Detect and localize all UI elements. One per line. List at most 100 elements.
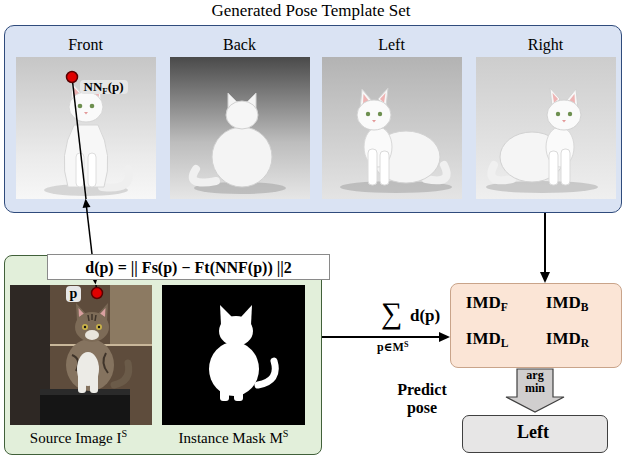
arrow-head (540, 272, 550, 283)
template-panel: Generated Pose Template Set FrontNNF(p) … (4, 25, 622, 213)
drawing-part (234, 375, 243, 401)
source-image: p (10, 285, 152, 425)
drawing-part (78, 371, 86, 393)
drawing-part (567, 111, 571, 115)
score-label: IMDF (466, 293, 536, 313)
arrow-head (83, 199, 91, 208)
score-label: IMDB (546, 293, 616, 313)
drawing-part (212, 127, 272, 187)
drawing-part (82, 324, 88, 330)
view-label: Front (16, 36, 156, 54)
drawing-part (83, 325, 85, 327)
drawing-part (377, 111, 381, 115)
drawing-part: L (501, 337, 509, 350)
drawing-part (91, 287, 102, 298)
drawing-part (220, 375, 229, 401)
imd-box: IMDF IMDB IMDL IMDR (450, 283, 622, 368)
drawing-part (88, 314, 96, 321)
pose-template: Left (322, 36, 462, 199)
view-label: Back (170, 36, 310, 54)
pose-template: Back (170, 36, 310, 199)
drawing-part (192, 169, 215, 183)
cat-template-image (322, 57, 462, 199)
drawing-part (555, 111, 559, 115)
drawing-part (97, 325, 99, 327)
drawing-part: F (102, 85, 107, 95)
drawing-part (75, 312, 109, 342)
source-panel: Source Image IS Instance Mask MS p (4, 255, 322, 455)
drawing-part (162, 285, 305, 425)
drawing-part (64, 125, 108, 187)
sum-index: p∈MS (377, 341, 408, 355)
connector-line (544, 213, 546, 274)
arrow-head (439, 332, 450, 342)
prediction-label: Left (462, 415, 605, 450)
drawing-part (380, 151, 389, 185)
drawing-part (258, 361, 275, 385)
drawing-part (506, 369, 564, 412)
drawing-part (89, 103, 94, 108)
drawing-part (561, 149, 570, 185)
drawing-part (357, 100, 391, 130)
step-label: Predict pose (384, 381, 460, 417)
drawing-part (209, 305, 275, 401)
connector (540, 213, 550, 283)
view-label: Right (476, 36, 616, 54)
point-tag: p (66, 286, 82, 302)
drawing-part (340, 88, 452, 193)
drawing-part (372, 120, 376, 123)
drawing-part (476, 57, 616, 199)
drawing-part (110, 285, 152, 345)
drawing-part (77, 103, 82, 108)
drawing-part (170, 57, 310, 199)
prediction-box: Left (462, 415, 608, 453)
drawing-part (90, 371, 98, 393)
drawing-part: R (581, 337, 589, 350)
drawing-part: B (581, 301, 589, 314)
cat-template-image (170, 57, 310, 199)
formula-label: d(p) = || Fs(p) − Ft(NNF(p)) ||2 (47, 254, 330, 280)
drawing-part (322, 57, 462, 199)
view-label: Left (322, 36, 462, 54)
cat-template-image (16, 57, 156, 199)
sum-symbol: ∑ (381, 296, 402, 330)
drawing-part (85, 330, 99, 340)
pose-template: FrontNNF(p) (16, 36, 156, 199)
drawing-part (368, 149, 377, 185)
drawing-part (549, 151, 558, 185)
score-label: IMDL (466, 329, 536, 349)
image-caption: Instance Mask MS (158, 430, 310, 447)
source-photo (10, 285, 152, 425)
drawing-part (88, 153, 96, 187)
pose-template: Right (476, 36, 616, 199)
drawing-part: S (404, 340, 409, 349)
drawing-part (40, 395, 130, 425)
point-tag: NNF(p) (80, 80, 128, 95)
drawing-part (66, 71, 77, 82)
connector-line (322, 336, 441, 338)
drawing-part (486, 88, 598, 193)
image-caption: Source Image IS (6, 430, 152, 447)
connector (322, 332, 450, 342)
drawing-part (219, 316, 253, 346)
drawing-part (103, 353, 108, 373)
drawing-part (10, 285, 152, 425)
drawing-part: F (501, 301, 508, 314)
score-label: IMDR (546, 329, 616, 349)
panel-title: Generated Pose Template Set (4, 1, 619, 21)
operator-label: arg min (517, 369, 553, 395)
drawing-part (226, 101, 258, 129)
drawing-part (547, 100, 581, 130)
drawing-part (72, 77, 86, 199)
sum-term: d(p) (410, 306, 440, 326)
drawing-part (114, 363, 129, 385)
drawing-part (16, 57, 156, 199)
drawing-part: S (283, 428, 289, 439)
cat-template-image (476, 57, 616, 199)
instance-mask (162, 285, 305, 425)
drawing-part (562, 120, 566, 123)
drawing-part (84, 112, 88, 115)
drawing-part: S (121, 428, 127, 439)
argmin-arrow: arg min (505, 368, 565, 413)
drawing-part (365, 111, 369, 115)
